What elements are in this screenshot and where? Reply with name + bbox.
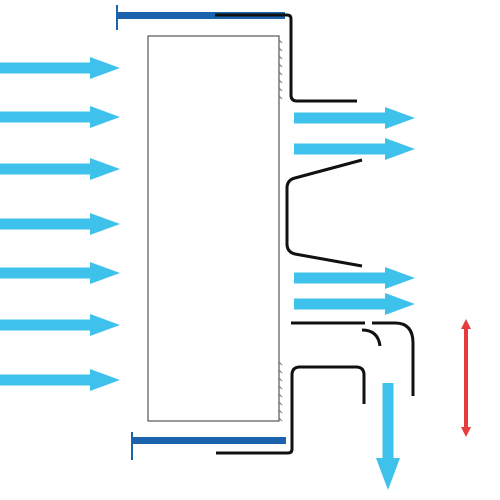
inlet-airflow-arrow: [0, 369, 120, 391]
deflector-outline: [291, 321, 415, 396]
outlet-airflow-arrow: [294, 267, 415, 289]
discharge-airflow-arrows: [376, 383, 400, 490]
inlet-airflow-arrow: [0, 213, 120, 235]
discharge-airflow-arrow: [376, 383, 400, 490]
outlet-airflow-arrow: [294, 107, 415, 129]
middle-channel-outline: [285, 158, 363, 268]
inlet-airflow-arrow: [0, 158, 120, 180]
bottom-frame-channel: [131, 365, 366, 460]
inlet-airflow-arrow: [0, 314, 120, 336]
outlet-airflow-arrow: [294, 138, 415, 160]
inlet-airflow-arrow: [0, 106, 120, 128]
inlet-airflow-arrow: [0, 262, 120, 284]
filter-panel: [147, 35, 283, 422]
outlet-airflow-arrow: [294, 293, 415, 315]
inlet-airflow-arrow: [0, 57, 120, 79]
inlet-airflow-arrows: [0, 57, 120, 391]
top-frame-channel: [116, 5, 357, 103]
outlet-airflow-arrows: [294, 107, 415, 315]
